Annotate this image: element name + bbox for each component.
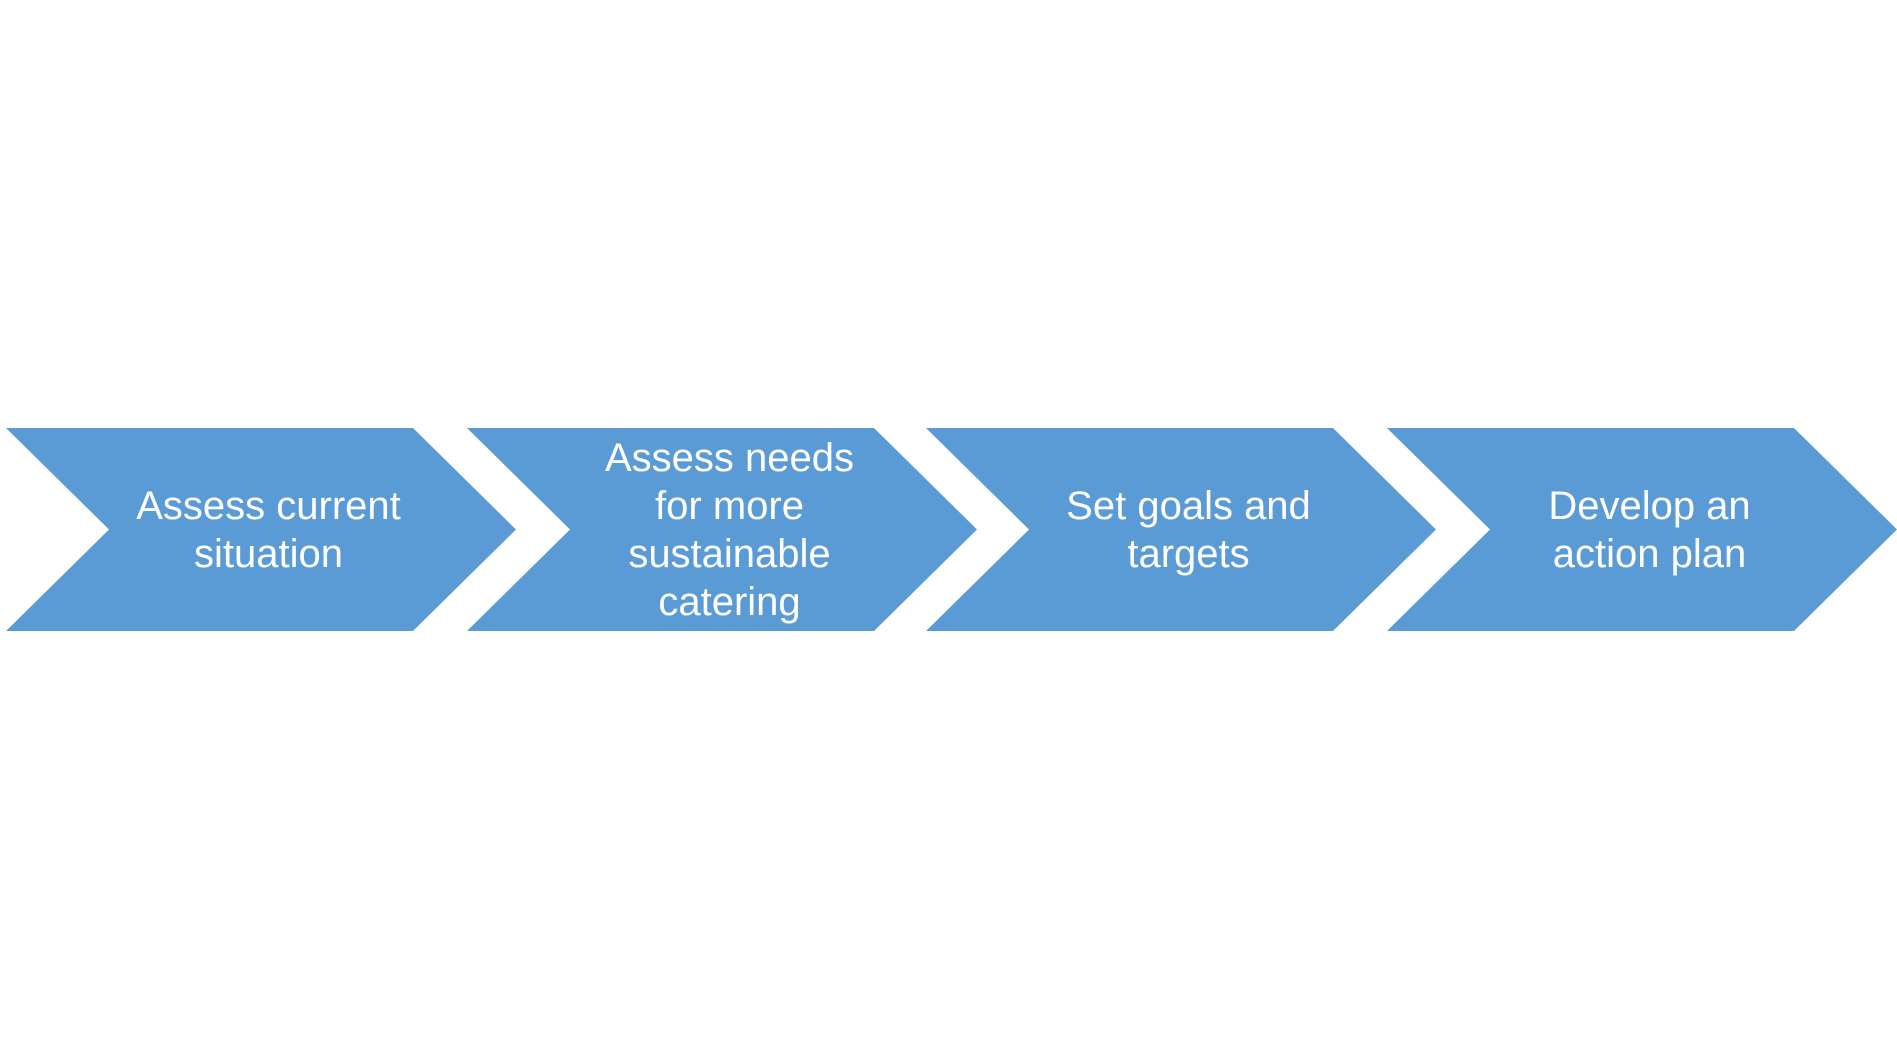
process-step-4-chevron: Develop an action plan [1387, 428, 1897, 631]
process-step-3-chevron: Set goals and targets [926, 428, 1436, 631]
chevron-polygon-1 [6, 428, 516, 631]
process-step-4-label: Develop an action plan [1548, 483, 1751, 576]
chevron-shape-1 [6, 428, 516, 631]
process-step-1-chevron: Assess current situation [6, 428, 516, 631]
process-step-2-chevron: Assess needs for more sustainable cateri… [467, 428, 977, 631]
chevron-shape-3 [926, 428, 1436, 631]
chevron-shape-2 [467, 428, 977, 631]
chevron-polygon-4 [1387, 428, 1897, 631]
process-step-1-label: Assess current situation [136, 483, 401, 576]
process-step-3-label: Set goals and targets [1066, 483, 1311, 576]
chevron-polygon-2 [467, 428, 977, 631]
chevron-shape-4 [1387, 428, 1897, 631]
chevron-polygon-3 [926, 428, 1436, 631]
process-step-2-label: Assess needs for more sustainable cateri… [604, 435, 855, 624]
